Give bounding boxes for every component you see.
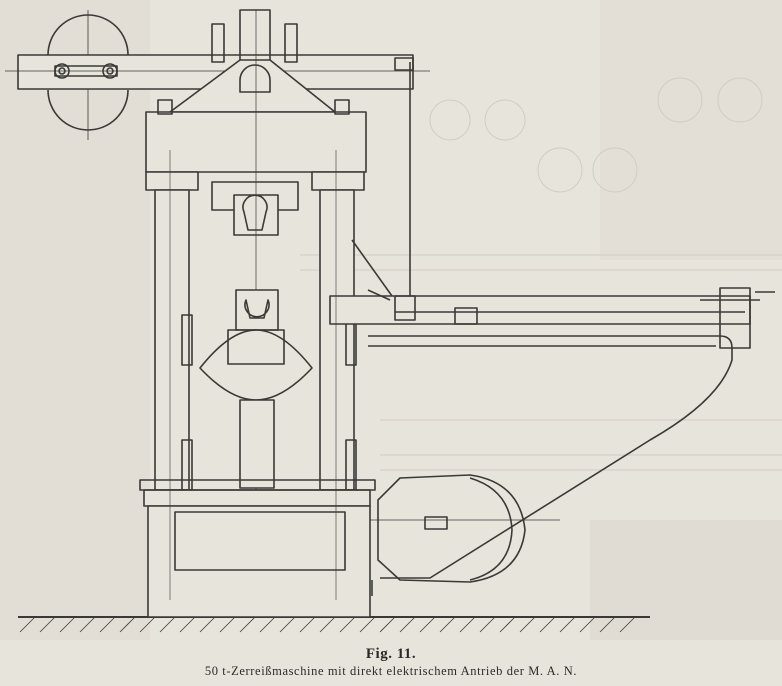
lower-grip [199,289,313,489]
centerlines [169,150,337,600]
hydraulic-pipe [368,335,733,596]
figure-caption: 50 t-Zerreißmaschine mit direkt elektris… [204,664,578,678]
ground-floor [18,616,650,633]
electric-motor [370,474,560,583]
right-column [311,171,365,491]
machine-base [139,479,376,618]
upper-grip [211,10,299,600]
left-column [145,171,199,491]
weighing-lever [329,62,775,349]
figure-label: Fig. 11. [365,646,417,662]
